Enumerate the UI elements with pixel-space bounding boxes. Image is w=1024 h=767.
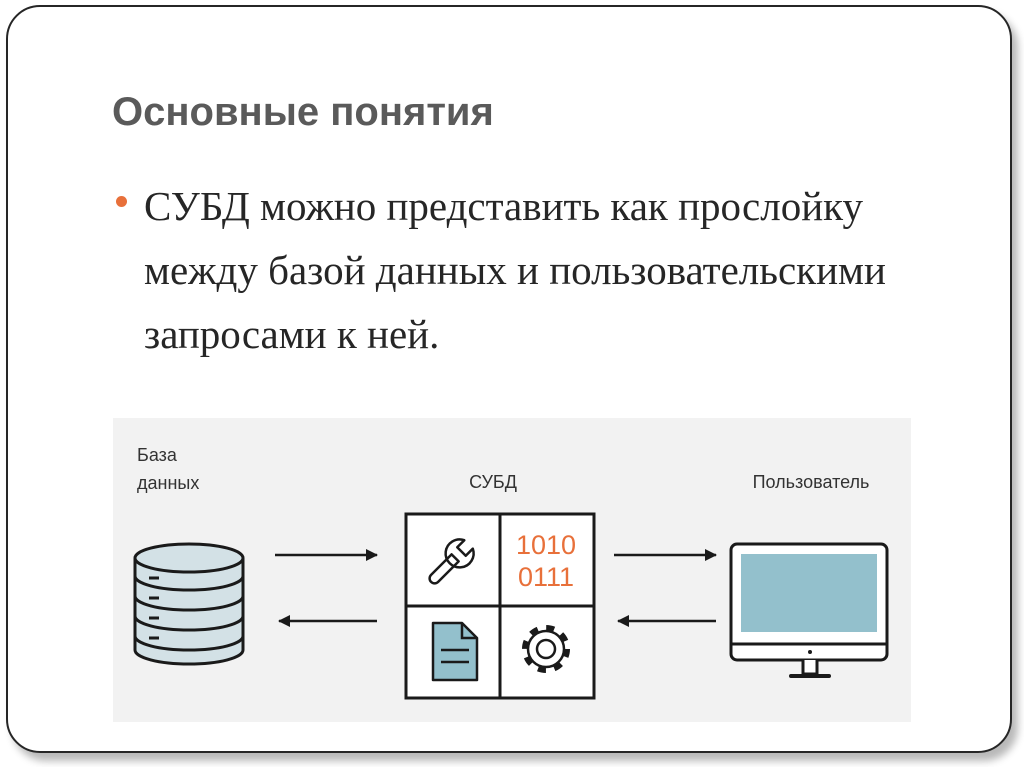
db-label-line2: данных: [137, 473, 199, 493]
monitor-icon: [729, 542, 889, 678]
wrench-icon: [428, 538, 475, 585]
diagram-canvas: База данных СУБД Пользователь 1010: [133, 445, 889, 700]
dbms-diagram: База данных СУБД Пользователь 1010: [113, 418, 911, 722]
dbms-box: [404, 512, 596, 700]
binary-line2: 0111: [518, 562, 574, 592]
gear-icon: [522, 625, 570, 673]
bullet-text: СУБД можно представить как прослойку меж…: [144, 183, 886, 357]
db-label-line1: База: [137, 445, 178, 465]
bullet-marker: [116, 196, 127, 207]
database-icon: [133, 542, 245, 666]
document-icon: [431, 621, 479, 682]
dbms-label: СУБД: [469, 472, 517, 492]
slide-title: Основные понятия: [112, 90, 494, 134]
user-label: Пользователь: [753, 472, 870, 492]
binary-line1: 1010: [516, 530, 576, 560]
